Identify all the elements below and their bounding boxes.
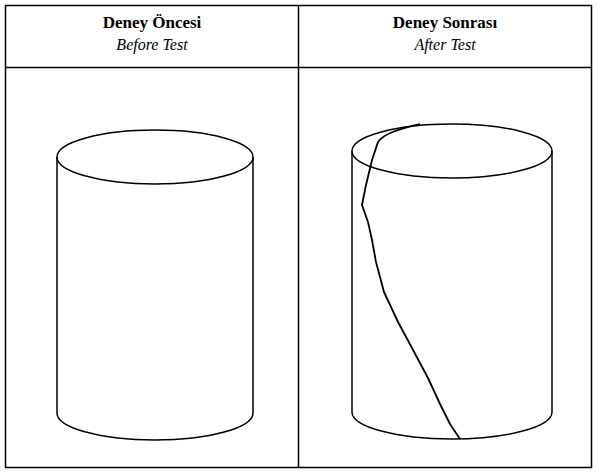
cylinder-side	[56, 157, 58, 413]
header-title: Deney Öncesi	[103, 13, 202, 33]
header-subtitle: Before Test	[116, 36, 187, 54]
cylinder-bottom	[57, 413, 253, 440]
cylinder-side	[351, 151, 353, 412]
column-divider	[298, 6, 300, 468]
table-border	[6, 6, 592, 468]
header-subtitle: After Test	[414, 36, 475, 54]
cylinder-side	[252, 157, 254, 413]
cylinder-before	[57, 130, 253, 440]
crack-line	[362, 124, 460, 439]
header-divider	[6, 67, 592, 69]
cylinder-top	[57, 130, 253, 184]
cylinder-after	[352, 124, 552, 439]
header-title: Deney Sonrası	[393, 13, 497, 33]
cylinder-side	[551, 151, 553, 412]
cylinder-top	[352, 124, 552, 178]
